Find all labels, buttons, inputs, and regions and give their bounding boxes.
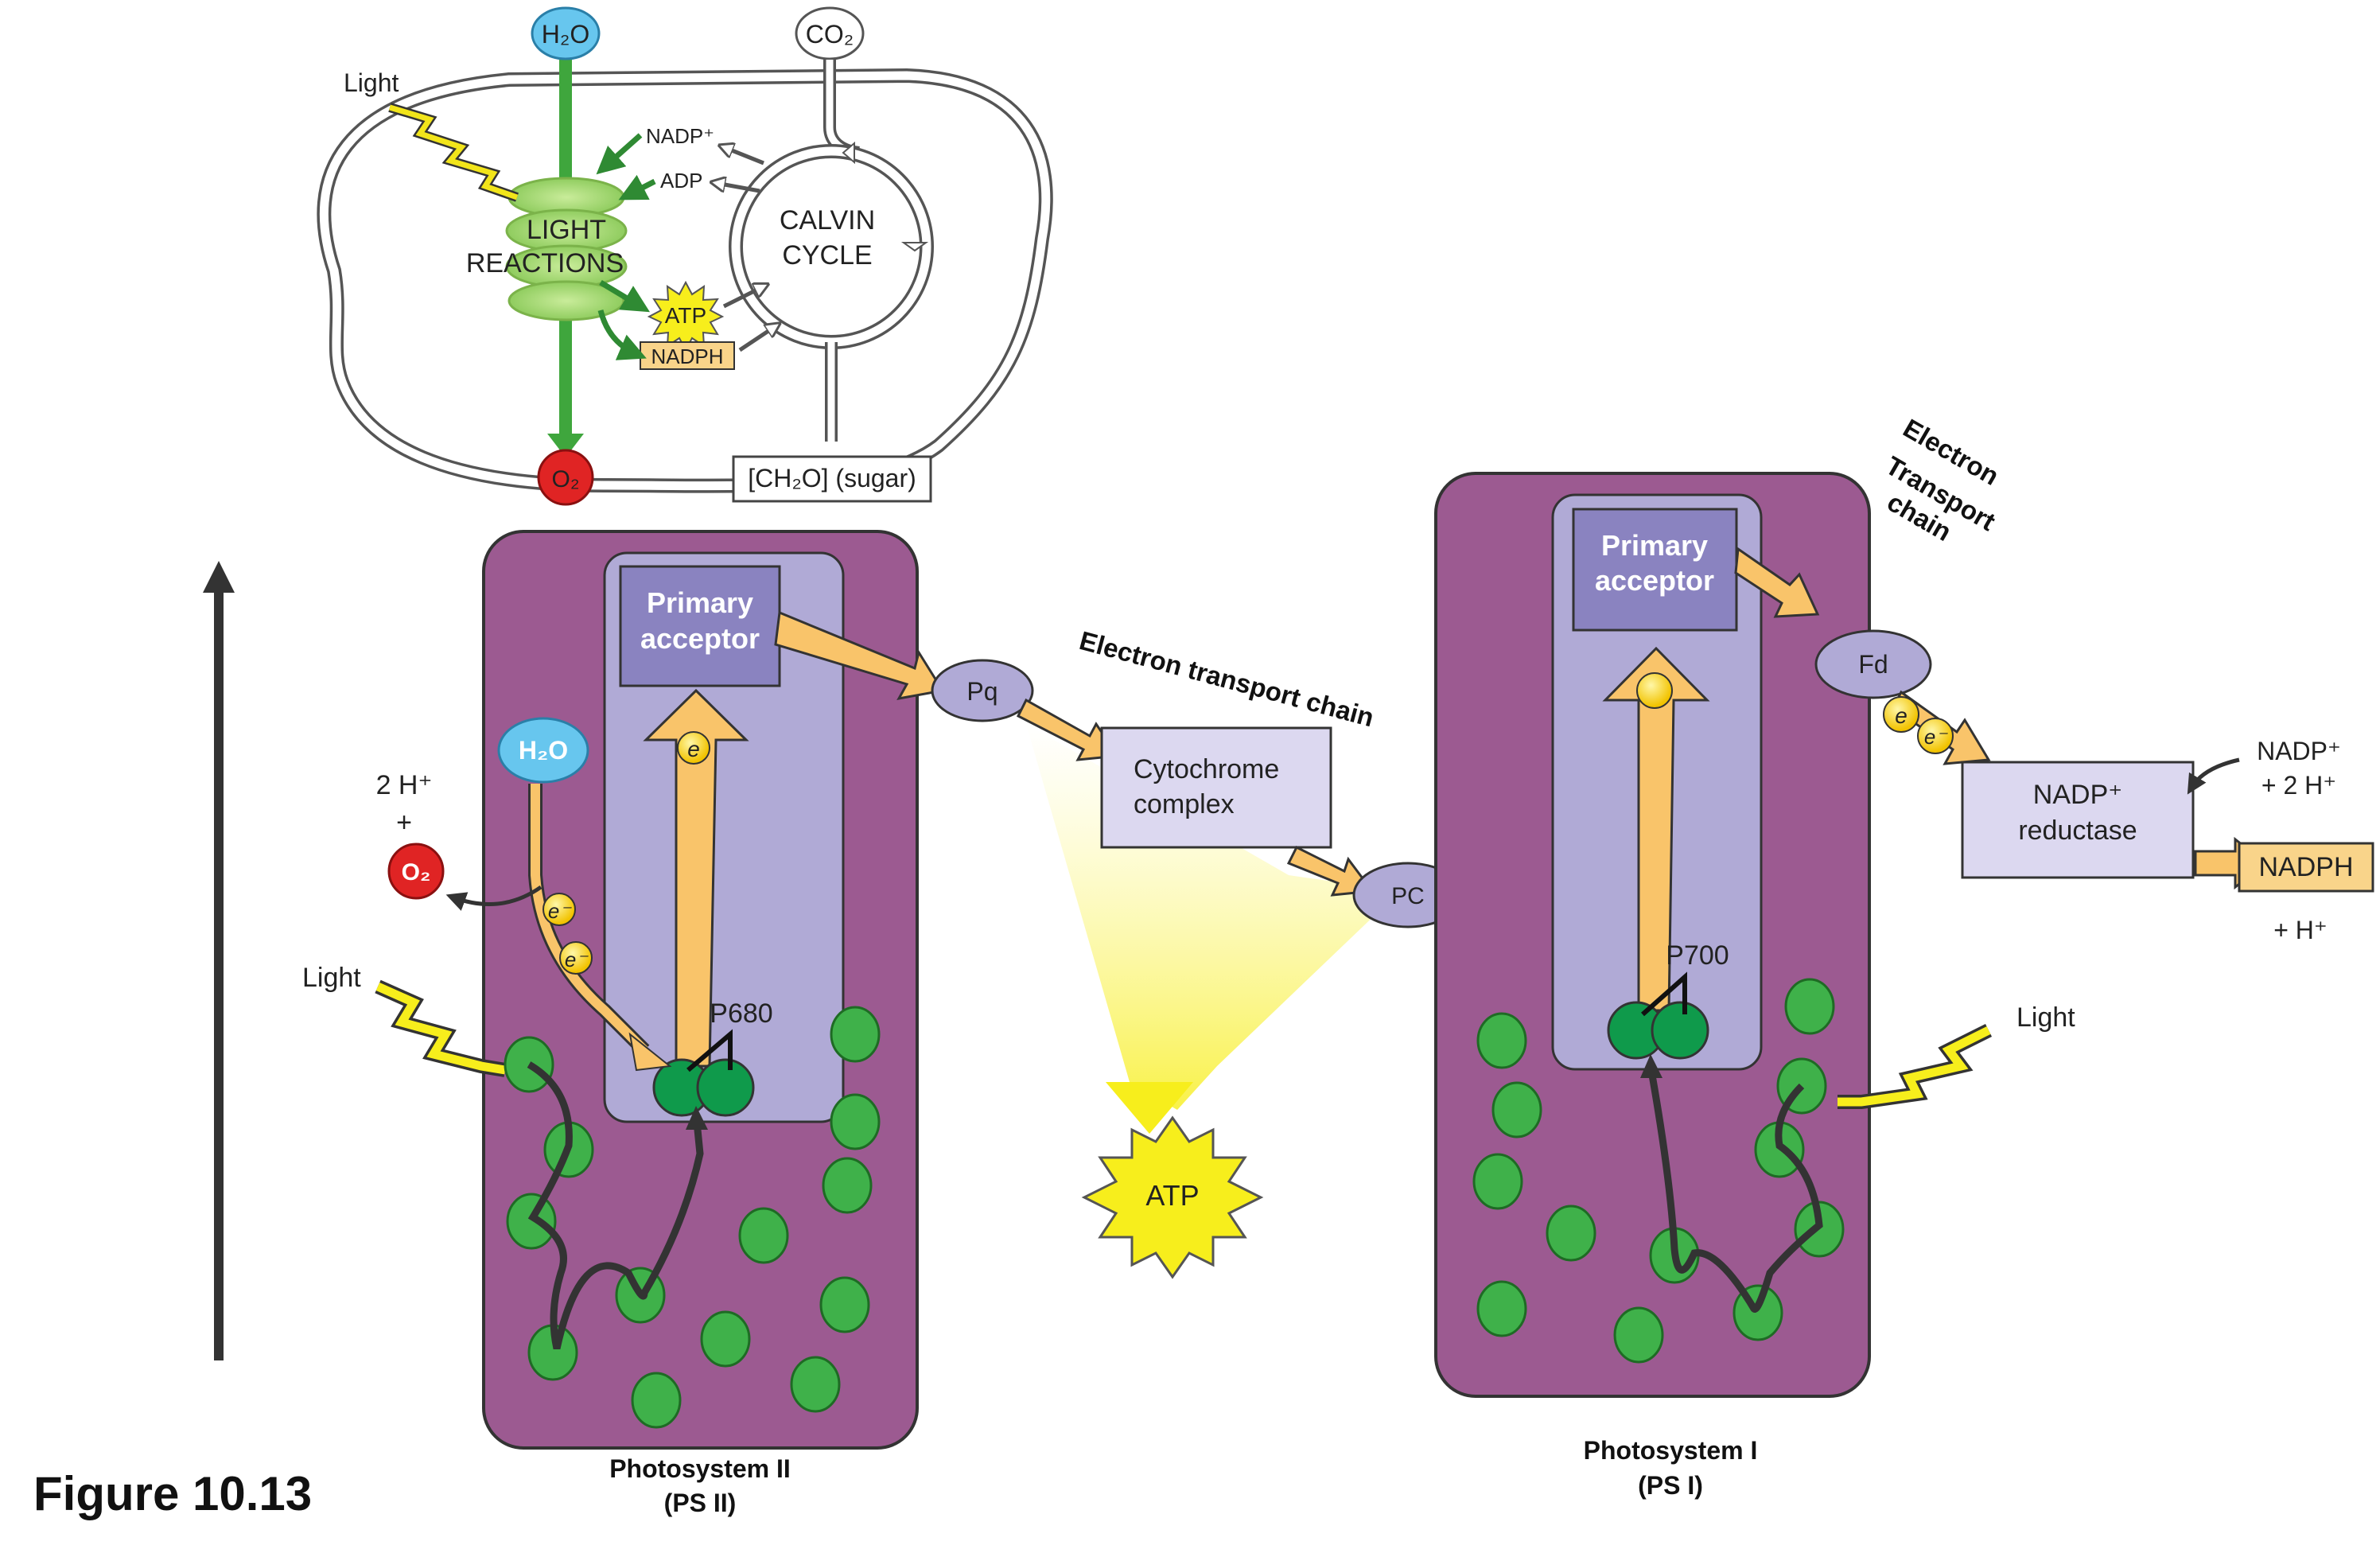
ps2-light-label: Light (302, 963, 361, 993)
overview-light-bolt-icon (388, 103, 519, 202)
figure-label: Figure 10.13 (33, 1467, 312, 1520)
light-reactions-label-2: REACTIONS (466, 248, 624, 278)
ps2-electron-1-label: e⁻ (548, 899, 572, 923)
co2-node (795, 6, 865, 60)
calvin-cycle-label-2: CYCLE (782, 240, 872, 271)
atp-label: ATP (1145, 1179, 1199, 1212)
light-reactions-label: LIGHT (527, 215, 606, 245)
ps2-electron-1 (542, 893, 576, 926)
ps1-antenna-pigments (1472, 978, 1845, 1364)
chloroplast-overview: LIGHT REACTIONS H₂O O₂ Light CO₂ CALVIN … (317, 6, 1053, 506)
ps2-electron-ball (677, 731, 710, 765)
ps2-energy-transfer-path (527, 1061, 704, 1349)
sugar-box (732, 455, 932, 503)
pc-label: PC (1391, 883, 1425, 909)
etc-title: Electron transport chain (1076, 625, 1377, 732)
pq-node (931, 659, 1034, 722)
p700-label: P700 (1666, 940, 1729, 971)
ps2-electron-label: e (687, 737, 700, 761)
ps1-electron-ball (1636, 672, 1673, 709)
p700-chlorophyll-b (1651, 1001, 1709, 1060)
ps2-plus-label: + (396, 808, 412, 838)
photosystem-1: Primary acceptor P700 Light Photosystem (1434, 472, 2075, 1500)
ps2-primary-acceptor (619, 565, 781, 687)
water-node (531, 6, 601, 60)
nadph-hplus-label: + H⁺ (2273, 916, 2328, 944)
overview-adp-label: ADP (660, 169, 702, 193)
co2-label: CO₂ (806, 20, 854, 49)
ps1-primary-acceptor-label: Primary (1601, 529, 1708, 562)
oxygen-node (537, 449, 594, 506)
atp-burst-icon (1081, 1115, 1264, 1279)
p680-chlorophyll-b (696, 1058, 755, 1117)
fd-electron-1 (1883, 696, 1919, 733)
sugar-label: [CH₂O] (sugar) (748, 464, 916, 492)
ps2-reaction-complex (603, 551, 845, 1123)
oxygen-label: O₂ (552, 466, 580, 492)
ferredoxin-chain: Electron Transport chain Fd e e⁻ NADP⁺ r… (1734, 413, 2374, 944)
ps2-oxygen-label: O₂ (402, 859, 431, 885)
ps2-antenna-pigments (504, 1006, 881, 1429)
p680-label: P680 (710, 998, 772, 1029)
nadph-label: NADPH (2258, 852, 2353, 882)
ps1-label-2: (PS I) (1638, 1471, 1703, 1500)
overview-light-label: Light (344, 68, 399, 97)
nadp-reductase-box (1961, 761, 2195, 879)
overview-nadp-label: NADP⁺ (646, 124, 714, 148)
fd-electron-2 (1917, 718, 1954, 754)
nadp-input-label: NADP⁺ (2257, 737, 2341, 765)
ps2-water-label: H₂O (519, 736, 568, 765)
ps2-primary-acceptor-label-2: acceptor (640, 622, 760, 655)
ps1-label: Photosystem I (1584, 1436, 1758, 1465)
ps2-water-node (497, 717, 589, 784)
water-label: H₂O (542, 20, 589, 49)
fd-label: Fd (1858, 650, 1888, 679)
ps1-energy-transfer-path (1647, 1065, 1823, 1313)
ps2-electron-2-label: e⁻ (565, 948, 589, 971)
ps2-label-2: (PS II) (664, 1489, 737, 1517)
nadp-reductase-label-2: reductase (2018, 815, 2137, 846)
nadph-box (2238, 842, 2374, 893)
ps2-hydrogen-label: 2 H⁺ (376, 770, 433, 800)
ps1-light-label: Light (2016, 1002, 2075, 1033)
ps2-electron-2 (559, 941, 593, 975)
calvin-cycle-label: CALVIN (780, 205, 875, 235)
ps1-excitation-arrow (1602, 646, 1710, 1012)
nadp-input-label-2: + 2 H⁺ (2261, 771, 2336, 800)
photosystem-2: Primary acceptor e P680 H₂O e⁻ e⁻ 2 H⁺ +… (302, 530, 919, 1517)
pq-label: Pq (966, 677, 998, 706)
fd-node (1814, 629, 1932, 699)
nadp-reductase-label: NADP⁺ (2033, 780, 2122, 810)
ps2-excitation-arrow (643, 688, 749, 1068)
overview-atp-label: ATP (665, 303, 706, 328)
ps2-primary-acceptor-label: Primary (647, 586, 753, 619)
fd-electron-2-label: e⁻ (1924, 725, 1948, 749)
cytochrome-complex-box (1100, 726, 1332, 849)
overview-nadph-box (640, 341, 735, 370)
cytochrome-label: Cytochrome (1134, 754, 1279, 784)
ps2-label: Photosystem II (609, 1454, 791, 1483)
ps1-primary-acceptor-label-2: acceptor (1595, 564, 1714, 597)
ps2-oxygen-node (387, 843, 445, 900)
cytochrome-label-2: complex (1134, 789, 1235, 819)
overview-nadph-label: NADPH (651, 344, 723, 368)
fd-electron-1-label: e (1895, 703, 1908, 728)
